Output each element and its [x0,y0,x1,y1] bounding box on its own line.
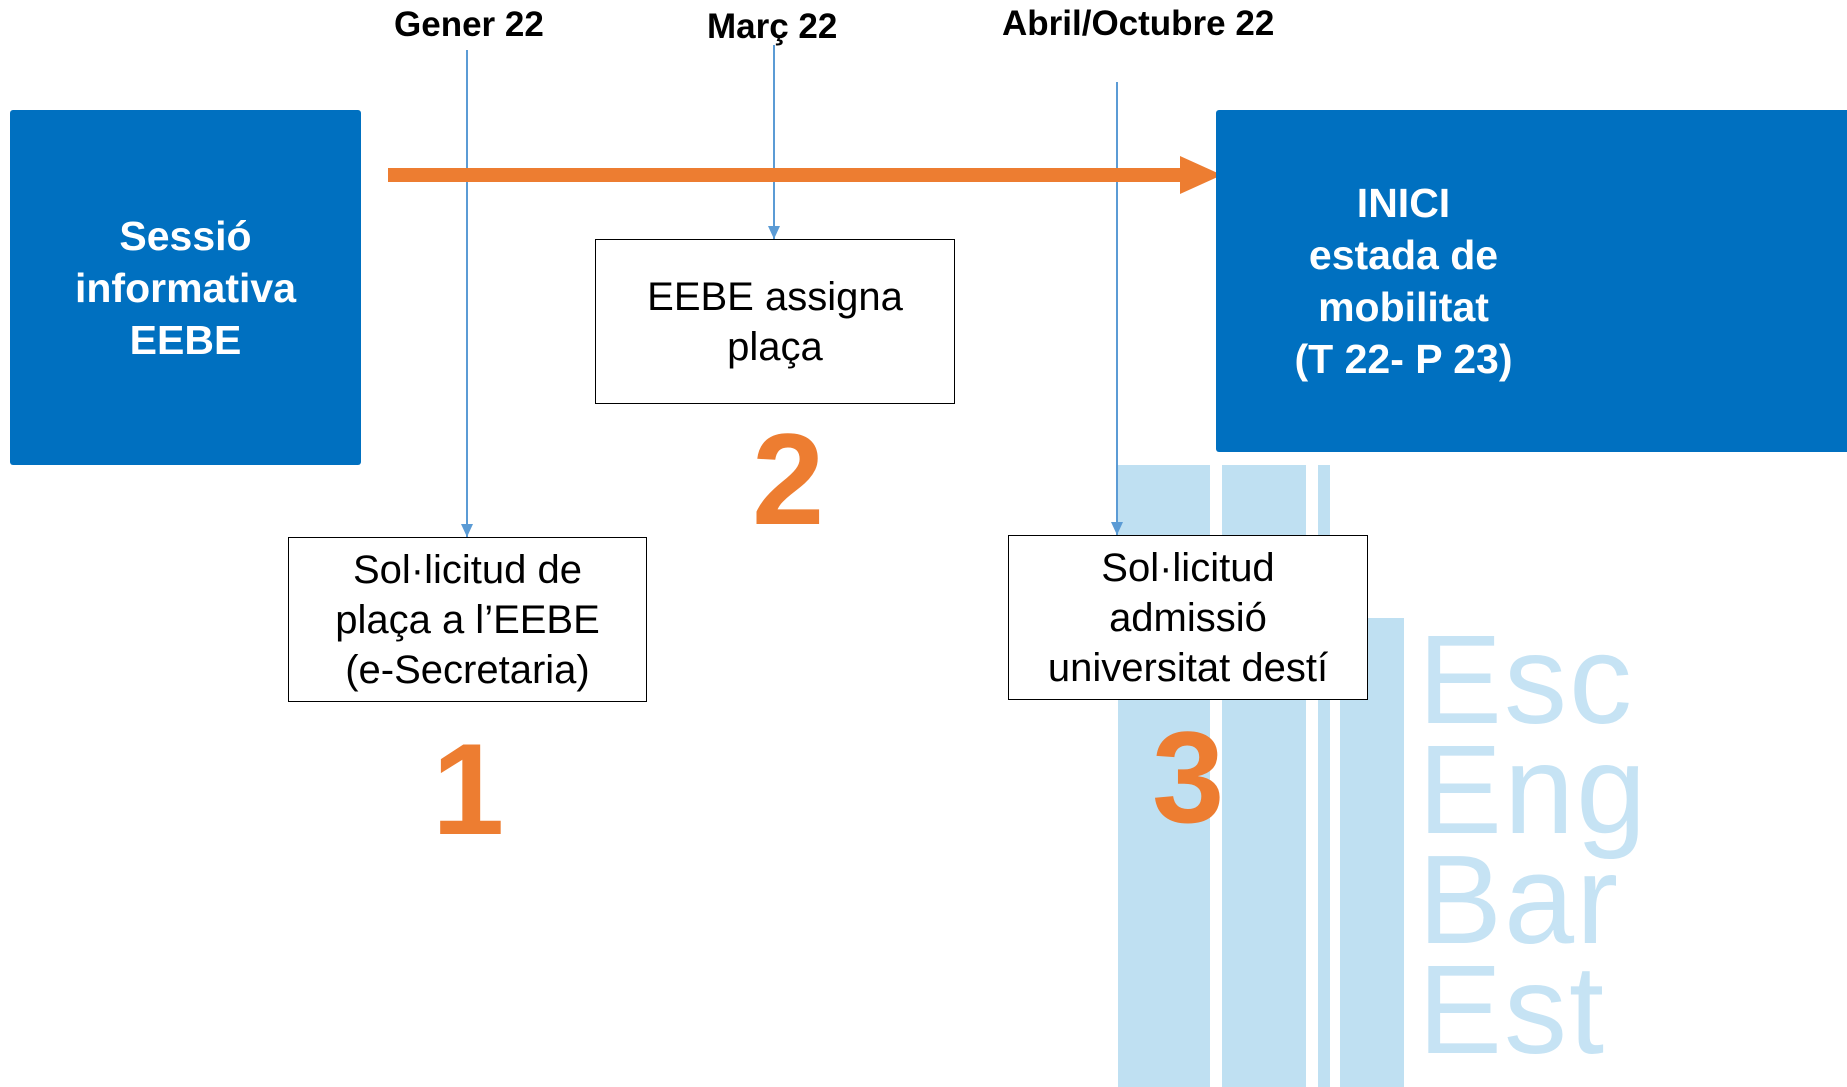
step-box-1: Sol·licitud de plaça a l’EEBE (e-Secreta… [288,537,647,702]
start-box: Sessió informativa EEBE [10,110,361,465]
date-label-marc: Març 22 [707,7,838,46]
step-number-1: 1 [432,716,505,862]
watermark-text: Esc Eng Bar Est [1418,609,1649,1080]
step-box-3: Sol·licitud admissió universitat destí [1008,535,1368,700]
step-box-2: EEBE assigna plaça [595,239,955,404]
date-label-abril-octubre: Abril/Octubre 22 [1002,4,1275,43]
watermark-bar [1222,628,1306,1087]
step-number-2: 2 [752,406,825,552]
end-box-label: INICI estada de mobilitat (T 22- P 23) [1294,180,1513,382]
watermark-bar [1118,628,1210,1087]
step-number-3: 3 [1152,704,1225,850]
end-box [1216,110,1847,452]
timeline-arrow [388,156,1222,194]
date-label-gener: Gener 22 [394,5,544,44]
